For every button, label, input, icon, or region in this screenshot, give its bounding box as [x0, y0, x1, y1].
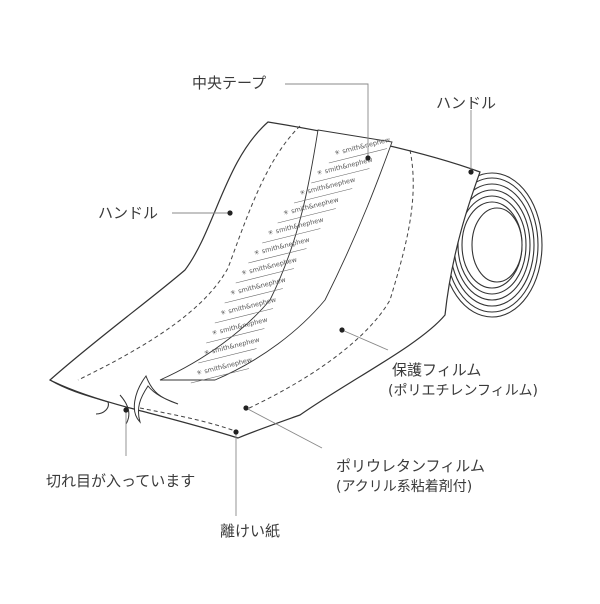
roll-core	[471, 207, 523, 283]
center-tape-strip	[159, 129, 393, 381]
dashed-line-left	[77, 125, 301, 381]
segment-divider	[214, 308, 274, 324]
brand-logo-icon: ✳	[220, 308, 228, 317]
brand-logo-icon: ✳	[316, 168, 324, 177]
segment-divider	[248, 248, 307, 264]
segment-divider	[224, 288, 283, 304]
brand-logo-icon: ✳	[299, 188, 307, 197]
segment-divider	[328, 148, 388, 164]
segment-divider	[198, 348, 257, 364]
label-polyurethane-film: ポリウレタンフィルム	[336, 457, 485, 475]
sheet-curl	[49, 379, 109, 415]
label-release-paper: 離けい紙	[220, 522, 281, 540]
label-center-tape: 中央テープ	[192, 74, 267, 92]
segment-divider	[277, 208, 336, 224]
segment-divider	[190, 368, 250, 384]
brand-logo-icon: ✳	[241, 268, 249, 277]
brand-logo-icon: ✳	[334, 148, 342, 157]
segment-divider	[206, 328, 265, 344]
segment-divider	[262, 228, 321, 244]
leader-dots	[123, 155, 474, 435]
brand-logo-icon: ✳	[267, 228, 275, 237]
label-handle-left: ハンドル	[98, 204, 159, 222]
segment-divider	[235, 268, 295, 284]
film-sheet	[48, 121, 481, 439]
segment-divider	[293, 188, 353, 204]
label-protective-film: 保護フィルム	[392, 361, 482, 379]
brand-logo-icon: ✳	[229, 288, 237, 297]
brand-logo-icon: ✳	[253, 248, 261, 257]
dashed-line-right	[244, 149, 414, 411]
dashed-line-bottom	[139, 407, 239, 433]
label-handle-right: ハンドル	[436, 94, 497, 112]
segment-divider	[311, 168, 370, 184]
label-cut-notice: 切れ目が入っています	[46, 472, 196, 490]
brand-logo-icon: ✳	[211, 328, 219, 337]
brand-logo-icon: ✳	[196, 368, 204, 377]
label-protective-film-sub: (ポリエチレンフィルム)	[388, 383, 538, 399]
peeled-corner	[133, 374, 179, 424]
label-polyurethane-film-sub: (アクリル系粘着剤付)	[336, 479, 473, 495]
brand-logo-icon: ✳	[203, 348, 211, 357]
brand-logo-icon: ✳	[282, 208, 290, 217]
leader-lines	[125, 83, 472, 516]
